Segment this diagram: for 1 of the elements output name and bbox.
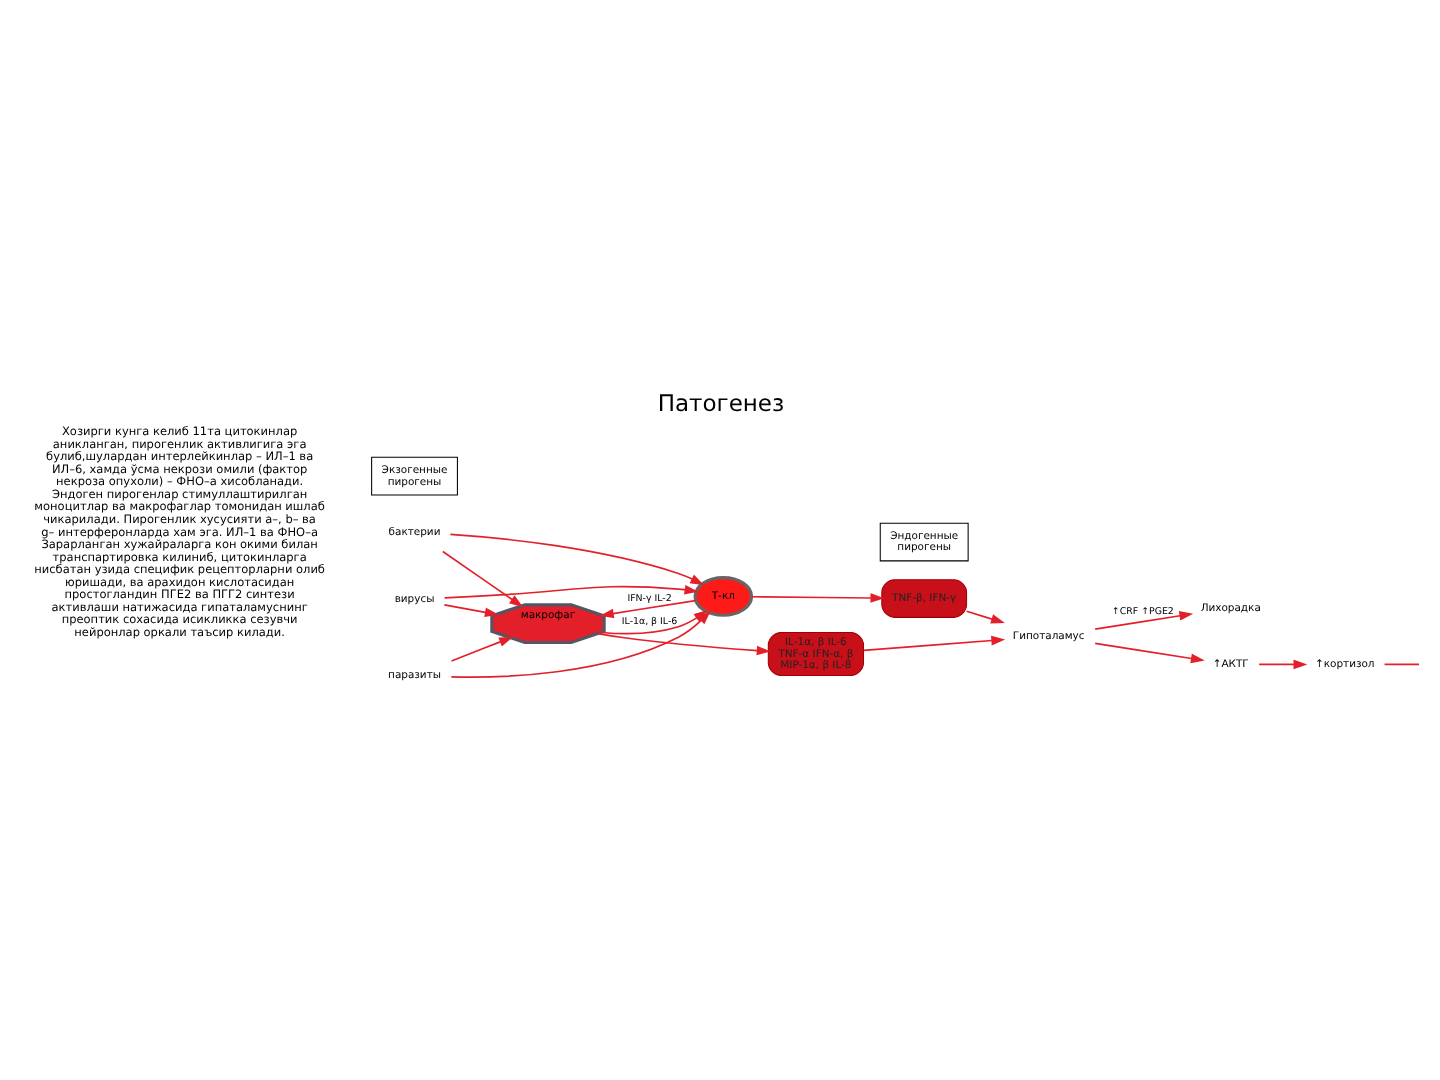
diagram-title: Патогенез <box>656 387 784 416</box>
